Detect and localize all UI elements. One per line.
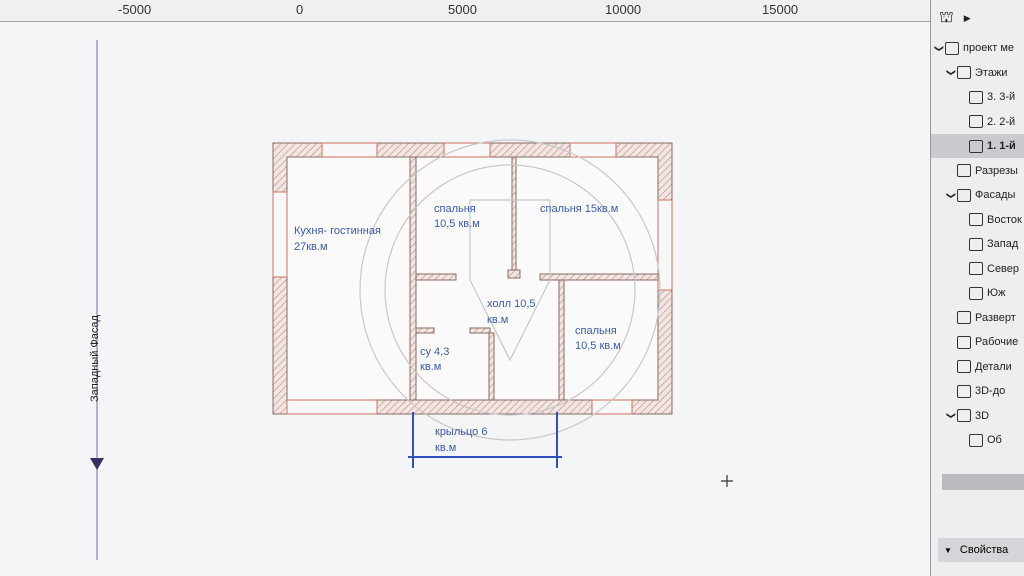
floor-plan — [272, 142, 673, 415]
view-icon — [969, 213, 983, 226]
elevation-marker-icon[interactable] — [90, 458, 104, 470]
ruler-tick: 0 — [296, 2, 304, 17]
navigator-item[interactable]: 3D-до — [931, 379, 1024, 403]
view-icon — [969, 286, 983, 300]
room-name: Кухня- гостинная — [294, 225, 381, 237]
chevron-down-icon[interactable]: ❯ — [946, 191, 957, 199]
room-name: спальня — [575, 325, 617, 337]
room-name: спальня — [434, 203, 476, 215]
navigator-item[interactable]: Об — [931, 428, 1024, 452]
view-icon — [957, 360, 971, 373]
navigator-item-label: 3D — [975, 409, 990, 422]
porch — [408, 412, 562, 468]
navigator-item[interactable]: ❯ Фасады — [931, 183, 1024, 207]
navigator-item[interactable]: Детали — [931, 355, 1024, 379]
navigator-item-label: Об — [987, 434, 1002, 446]
view-icon — [969, 237, 983, 251]
navigator-item[interactable]: 3. 3-й — [931, 85, 1024, 109]
properties-label: Свойства — [959, 544, 1009, 556]
ruler-tick: 5000 — [448, 2, 477, 17]
room-name: су 4,3 — [420, 346, 449, 358]
view-icon — [957, 66, 971, 79]
navigator-item-label: Восток — [987, 213, 1022, 226]
view-icon — [957, 188, 971, 202]
navigator-item[interactable]: Рабочие — [931, 330, 1024, 354]
navigator-item-label: Рабочие — [975, 336, 1019, 348]
west-elevation-label[interactable]: Западный Фасад — [89, 315, 101, 402]
room-name: крыльцо 6 — [435, 426, 487, 438]
floor-plan-canvas[interactable]: Кухня- гостинная 27кв.м спальня 10,5 кв.… — [0, 22, 930, 576]
navigator-item-label: Разрезы — [975, 164, 1018, 177]
navigator-item-label: Разверт — [975, 311, 1016, 324]
room-name: холл 10,5 — [487, 298, 536, 310]
view-icon — [957, 409, 971, 422]
navigator-item-label: Запад — [987, 238, 1019, 250]
navigator-item[interactable]: Запад — [931, 232, 1024, 256]
navigator-item[interactable]: ❯ Этажи — [931, 61, 1024, 85]
collapse-arrow-icon: ▼ — [944, 545, 952, 555]
navigator-item-label: Юж — [987, 287, 1006, 299]
properties-section[interactable]: ▼ Свойства — [938, 538, 1024, 562]
navigator-item-label: 3D-до — [975, 385, 1006, 397]
chevron-down-icon[interactable]: ❯ — [946, 411, 957, 420]
horizontal-ruler: -5000 0 5000 10000 15000 — [0, 0, 930, 22]
view-icon — [969, 115, 983, 128]
navigator-item-label: Этажи — [975, 66, 1008, 79]
view-icon — [969, 139, 983, 153]
navigator-item-label: Север — [987, 262, 1020, 275]
navigator-item[interactable]: Разрезы — [931, 159, 1024, 183]
room-area: 10,5 кв.м — [575, 340, 621, 352]
view-icon — [969, 90, 983, 104]
view-icon — [969, 262, 983, 275]
navigator-item[interactable]: 1. 1-й — [931, 134, 1024, 158]
view-icon — [957, 164, 971, 177]
project-map-icon[interactable]: ⛫ — [939, 9, 954, 26]
room-name: спальня 15кв.м — [540, 203, 618, 215]
room-area: 27кв.м — [294, 241, 328, 253]
chevron-down-icon[interactable]: ❯ — [946, 68, 957, 77]
horizontal-scrollbar[interactable] — [942, 474, 1024, 490]
navigator-item-label: 2. 2-й — [987, 115, 1016, 128]
room-area: кв.м — [420, 361, 441, 373]
stamp-watermark — [359, 139, 661, 441]
ruler-tick: 15000 — [762, 2, 799, 17]
room-area: 10,5 кв.м — [434, 218, 480, 230]
navigator-item[interactable]: ❯ проект ме — [931, 36, 1024, 60]
navigator-item-label: 1. 1-й — [987, 140, 1016, 152]
view-icon — [969, 433, 983, 447]
view-icon — [945, 41, 959, 55]
view-icon — [957, 311, 971, 324]
room-area: кв.м — [435, 442, 456, 454]
navigator-item[interactable]: Разверт — [931, 306, 1024, 330]
room-area: кв.м — [487, 314, 508, 326]
ruler-tick: -5000 — [118, 2, 152, 17]
navigator-item[interactable]: ❯ 3D — [931, 404, 1024, 428]
navigator-item[interactable]: Восток — [931, 208, 1024, 232]
view-icon — [957, 335, 971, 349]
navigator-item-label: Детали — [975, 360, 1012, 373]
view-icon — [957, 384, 971, 398]
crosshair-cursor-icon — [721, 475, 733, 487]
navigator-item-label: 3. 3-й — [987, 91, 1016, 103]
navigator-item-label: проект ме — [963, 42, 1015, 54]
navigator-item[interactable]: Север — [931, 257, 1024, 281]
expand-arrow-icon[interactable]: ▶ — [963, 12, 971, 23]
ruler-tick: 10000 — [605, 2, 642, 17]
chevron-down-icon[interactable]: ❯ — [934, 44, 945, 52]
navigator-item[interactable]: Юж — [931, 281, 1024, 305]
navigator-item-label: Фасады — [975, 189, 1016, 201]
navigator-item[interactable]: 2. 2-й — [931, 110, 1024, 134]
